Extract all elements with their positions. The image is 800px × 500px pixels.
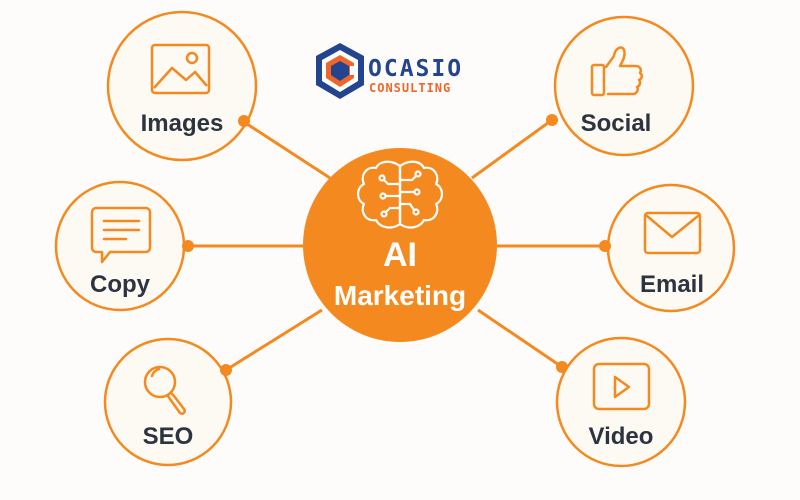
connector-dot-social (546, 114, 558, 126)
connector-dot-images (238, 115, 250, 127)
connector-images (243, 120, 331, 180)
node-seo[interactable]: SEO (103, 337, 233, 467)
envelope-icon (643, 211, 702, 255)
node-social[interactable]: Social (546, 15, 695, 157)
brain-circuit-icon (356, 160, 444, 229)
connector-dot-seo (220, 364, 232, 376)
node-label-seo: SEO (143, 423, 194, 450)
ocasio-logo: OCASIO CONSULTING (316, 43, 463, 99)
connector-seo (225, 308, 323, 372)
node-label-images: Images (141, 110, 224, 137)
node-images[interactable]: Images (106, 10, 258, 162)
center-title: AI (383, 236, 417, 274)
connector-social (471, 118, 553, 180)
node-label-social: Social (581, 110, 652, 137)
connector-dot-video (556, 361, 568, 373)
center-node[interactable]: AI Marketing (303, 148, 497, 342)
hexagon-logo-icon (316, 43, 364, 99)
connector-dot-email (599, 240, 611, 252)
thumbs-up-icon (590, 46, 644, 97)
node-copy[interactable]: Copy (54, 180, 194, 312)
node-label-email: Email (640, 271, 704, 298)
play-video-icon (592, 362, 651, 411)
magnifier-icon (143, 365, 186, 415)
image-icon (150, 43, 211, 95)
logo-line1: OCASIO (368, 56, 463, 82)
node-label-video: Video (589, 423, 654, 450)
logo-line2: CONSULTING (369, 81, 451, 95)
connector-video (477, 308, 563, 369)
node-email[interactable]: Email (599, 183, 736, 313)
node-video[interactable]: Video (555, 336, 687, 468)
node-label-copy: Copy (90, 271, 151, 298)
connector-dot-copy (182, 240, 194, 252)
center-subtitle: Marketing (334, 280, 466, 311)
chat-bubble-icon (90, 206, 152, 264)
connectors (188, 118, 605, 372)
